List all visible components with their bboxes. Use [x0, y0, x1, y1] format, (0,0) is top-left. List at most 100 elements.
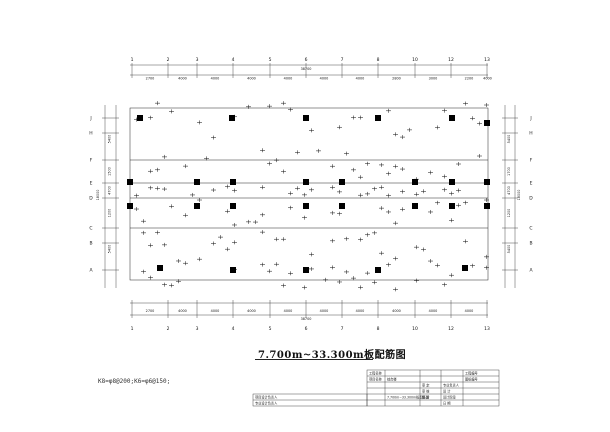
column-square — [303, 267, 309, 273]
column-square — [157, 265, 163, 271]
column-square — [229, 115, 235, 121]
column-square — [484, 179, 490, 185]
column-square — [230, 203, 236, 209]
bottom-column-label: 10 — [412, 326, 418, 332]
tb-cell-5-0: 专业设计负责人 — [255, 401, 278, 406]
bottom-total-dimension: 38700 — [301, 317, 312, 321]
top-column-label: 2 — [167, 57, 170, 63]
bottom-dimension-lines — [130, 302, 488, 316]
top-total-dimension: 38700 — [301, 67, 312, 71]
side-dimension-lines — [104, 105, 516, 288]
top-column-label: 1 — [131, 57, 134, 63]
tb-cell-4-2: 校 对 — [422, 395, 430, 400]
tb-cell-2-2: 审 定 — [422, 383, 430, 388]
column-square — [484, 203, 490, 209]
column-square — [194, 203, 200, 209]
top-span-label: 4000 — [247, 77, 256, 81]
bottom-column-label: 5 — [269, 326, 272, 332]
right-span-dimensions: 5400 1700 4700 1200 5400 — [507, 135, 511, 254]
bottom-span-label: 4000 — [465, 309, 474, 313]
right-row-label: C — [529, 226, 532, 232]
left-span-label: 1200 — [108, 209, 112, 218]
top-span-label: 2200 — [465, 77, 474, 81]
top-span-label: 4000 — [211, 77, 220, 81]
tb-cell-0-0: 工程名称 — [369, 371, 383, 376]
tb-cell-3-3: 设 计 — [443, 389, 451, 394]
column-square — [137, 115, 143, 121]
top-span-label: 2700 — [146, 77, 155, 81]
column-square — [230, 179, 236, 185]
left-row-label: F — [90, 158, 93, 164]
column-square — [462, 265, 468, 271]
column-square — [194, 179, 200, 185]
top-column-label: 8 — [377, 57, 380, 63]
bottom-span-label: 2700 — [146, 309, 155, 313]
right-span-label: 5400 — [507, 245, 511, 254]
column-square — [339, 203, 345, 209]
right-span-label: 1700 — [507, 167, 511, 176]
right-total-dimension: 18000 — [517, 190, 521, 201]
top-span-label: 2800 — [392, 77, 401, 81]
right-row-label: E — [530, 181, 533, 187]
left-row-label: J — [89, 116, 91, 122]
column-square — [127, 179, 133, 185]
column-square — [303, 179, 309, 185]
drawing-title: 7.700m~33.300m板配筋图 — [258, 350, 407, 361]
column-square — [484, 120, 490, 126]
top-column-label: 4 — [232, 57, 235, 63]
top-span-label: 4000 — [284, 77, 293, 81]
left-span-label: 1500 — [108, 167, 112, 176]
left-row-label: B — [89, 241, 92, 247]
bottom-column-label: 7 — [341, 326, 344, 332]
top-span-label: 4000 — [356, 77, 365, 81]
top-span-label: 4000 — [483, 77, 492, 81]
column-square — [449, 203, 455, 209]
bottom-column-label: 13 — [484, 326, 490, 332]
left-total-dimension: 18000 — [96, 190, 100, 201]
plan-outline — [129, 107, 489, 281]
bottom-span-label: 4000 — [392, 309, 401, 313]
right-row-label: F — [530, 158, 533, 164]
bottom-column-label: 8 — [377, 326, 380, 332]
tb-cell-4-1: 7.700m~33.300m板配筋图 — [387, 395, 429, 400]
top-column-label: 5 — [269, 57, 272, 63]
title-block — [252, 369, 500, 407]
bottom-span-label: 4000 — [247, 309, 256, 313]
column-square — [303, 203, 309, 209]
bottom-column-label: 12 — [448, 326, 454, 332]
top-column-label: 7 — [341, 57, 344, 63]
right-span-label: 5400 — [507, 135, 511, 144]
left-row-label: H — [89, 131, 92, 137]
tb-cell-1-1: 综合楼 — [387, 377, 397, 382]
column-square — [127, 203, 133, 209]
top-span-label: 4000 — [178, 77, 187, 81]
right-row-label: D — [529, 196, 533, 202]
right-row-label: J — [529, 116, 531, 122]
bottom-column-label: 1 — [131, 326, 134, 332]
bottom-span-label: 4000 — [178, 309, 187, 313]
column-square — [412, 179, 418, 185]
tb-cell-4-3: 设计阶段 — [443, 395, 457, 400]
tb-cell-2-3: 专业负责人 — [443, 383, 460, 388]
top-column-label: 13 — [484, 57, 490, 63]
rebar-note: K8=φ8@200;K6=φ6@150; — [98, 378, 171, 385]
bottom-span-label: 4000 — [211, 309, 220, 313]
bottom-column-label: 2 — [167, 326, 170, 332]
top-column-label: 3 — [196, 57, 199, 63]
right-row-label: A — [529, 268, 533, 274]
column-square — [339, 179, 345, 185]
tb-cell-1-0: 项目名称 — [369, 377, 383, 382]
columns — [127, 115, 490, 273]
column-square — [375, 267, 381, 273]
bottom-span-label: 4000 — [284, 309, 293, 313]
right-span-label: 1200 — [507, 209, 511, 218]
left-row-label: A — [89, 268, 93, 274]
right-span-label: 4700 — [507, 186, 511, 195]
tb-cell-3-2: 审 核 — [422, 389, 430, 394]
left-row-label: C — [89, 226, 92, 232]
